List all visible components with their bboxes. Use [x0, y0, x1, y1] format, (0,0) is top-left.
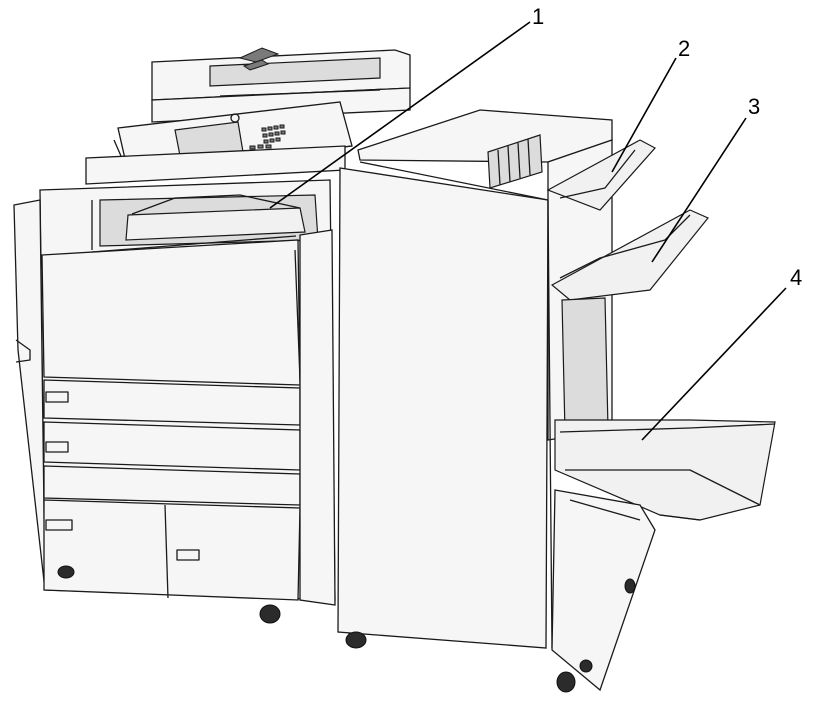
callout-number-2: 2 — [678, 36, 690, 61]
output-tray-3 — [550, 209, 709, 301]
scanner-icon — [151, 47, 411, 123]
leader-line-4 — [641, 287, 787, 441]
leader-line-2 — [611, 57, 677, 173]
finisher-illustration — [337, 109, 776, 693]
leader-line-1 — [269, 21, 531, 209]
output-tray-2 — [546, 139, 656, 211]
callout-number-4: 4 — [790, 265, 802, 290]
callout-number-3: 3 — [748, 94, 760, 119]
callout-number-1: 1 — [532, 4, 544, 29]
callouts: 1 2 3 4 — [269, 4, 802, 441]
printer-illustration — [13, 47, 411, 636]
leader-line-3 — [651, 117, 747, 263]
